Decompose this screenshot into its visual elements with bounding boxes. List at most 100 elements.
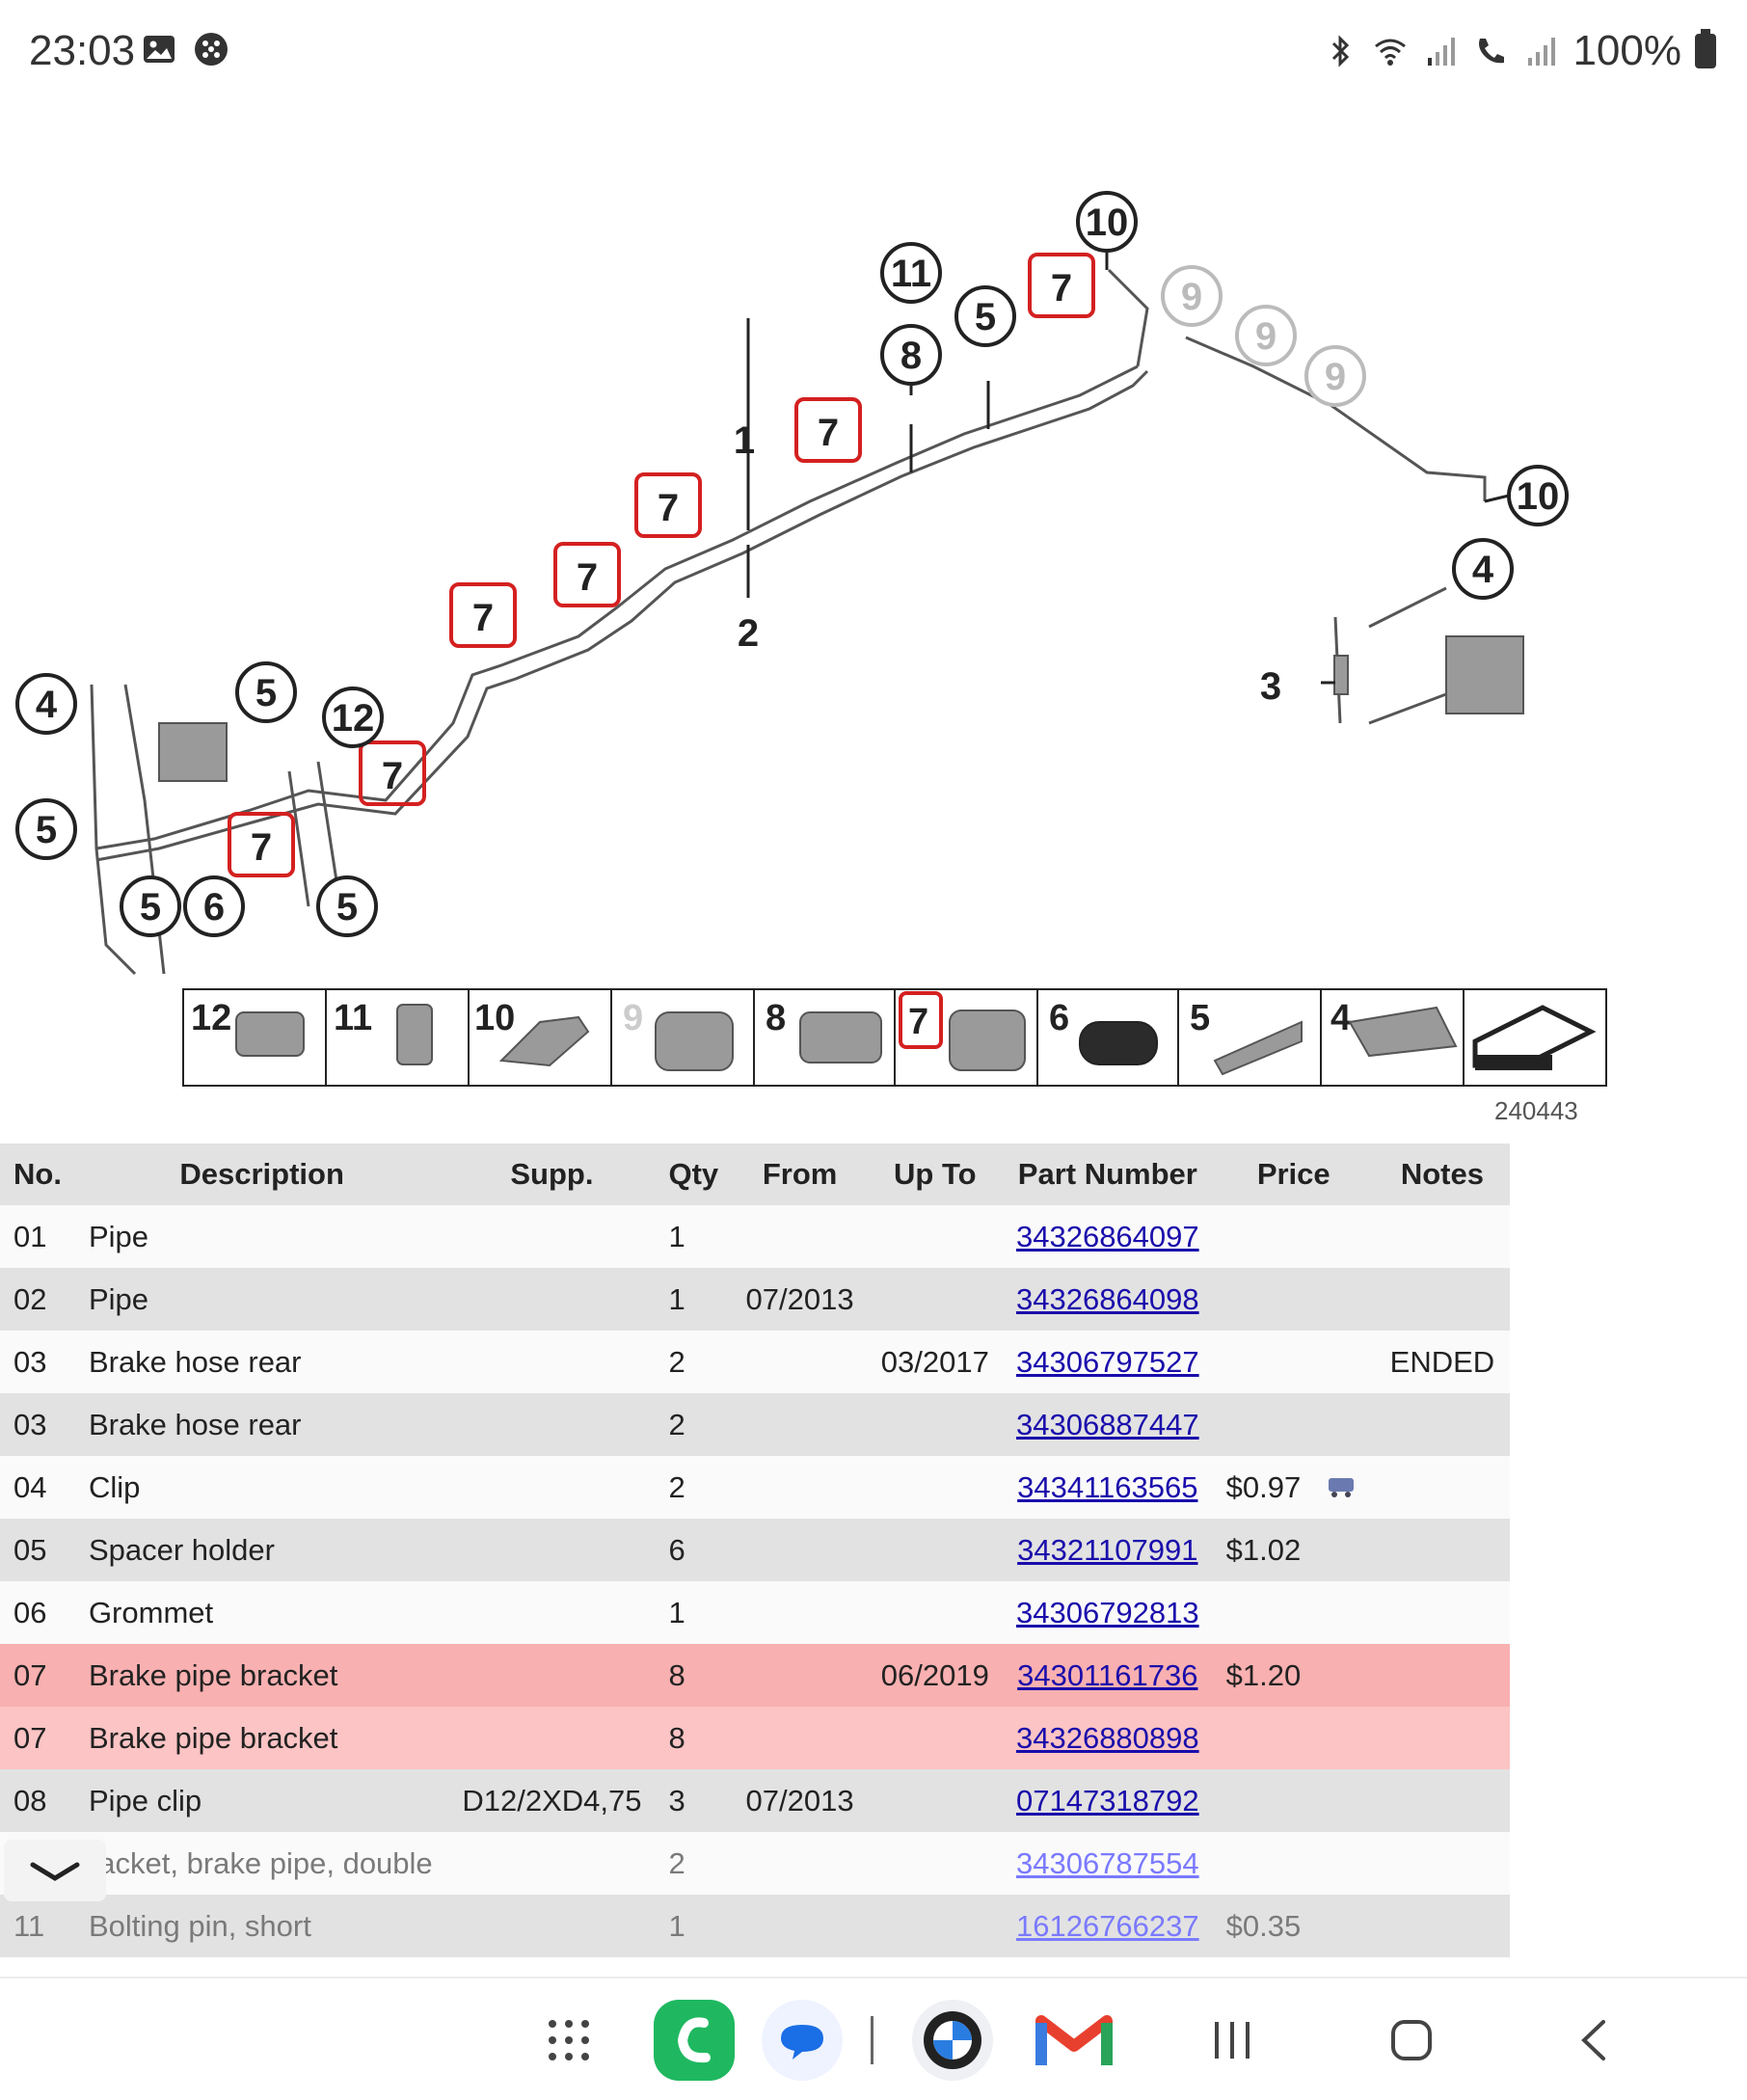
- cell-supp: [448, 1393, 656, 1456]
- cell-notes: [1374, 1707, 1510, 1769]
- part-number-link[interactable]: 07147318792: [1015, 1783, 1199, 1817]
- image-icon: [144, 36, 175, 63]
- cell-supp: [448, 1268, 656, 1331]
- thumbnail-label: 7: [908, 1002, 928, 1042]
- svg-text:1: 1: [734, 419, 755, 462]
- cell-qty: 8: [655, 1644, 733, 1707]
- svg-text:7: 7: [1051, 267, 1072, 310]
- cell-up-to: [867, 1769, 1003, 1832]
- cell-from: [732, 1393, 868, 1456]
- part-number-link[interactable]: 34306787554: [1015, 1845, 1199, 1880]
- gmail-app-icon[interactable]: [1028, 1998, 1120, 2083]
- part-number-link[interactable]: 34326864098: [1015, 1281, 1199, 1316]
- phone-app-icon[interactable]: [634, 1998, 754, 2083]
- cell-description: Brake pipe bracket: [74, 1707, 449, 1769]
- header-from: From: [732, 1144, 868, 1205]
- header-supp: Supp.: [448, 1144, 656, 1205]
- cell-up-to: [867, 1895, 1003, 1957]
- status-right: 100%: [1322, 27, 1716, 75]
- callout-9: 9: [1161, 265, 1223, 327]
- cell-supp: [448, 1456, 656, 1519]
- back-button[interactable]: [1556, 1998, 1633, 2083]
- thumbnail-label: 5: [1190, 998, 1210, 1038]
- cell-qty: 1: [655, 1895, 733, 1957]
- svg-text:7: 7: [251, 826, 272, 869]
- cell-supp: [448, 1707, 656, 1769]
- part-number-link[interactable]: 34326864097: [1015, 1219, 1199, 1253]
- callout-7-highlight: 7: [794, 397, 862, 463]
- svg-text:6: 6: [203, 886, 225, 929]
- status-time: 23:03: [29, 27, 136, 74]
- battery-text: 100%: [1572, 27, 1681, 74]
- messages-app-icon[interactable]: [756, 1998, 848, 2083]
- part-number-link[interactable]: 34341163565: [1017, 1469, 1198, 1504]
- callout-10-top: 10: [1076, 191, 1138, 253]
- cell-up-to: [867, 1393, 1003, 1456]
- collapse-button[interactable]: [4, 1840, 106, 1901]
- parts-diagram: .pipe { fill: none; stroke: #555; stroke…: [15, 191, 1607, 1125]
- table-row-highlighted: 07 Brake pipe bracket 8 06/2019 34301161…: [0, 1644, 1510, 1707]
- recents-button[interactable]: [1194, 1998, 1271, 2083]
- table-row: 03 Brake hose rear 2 34306887447: [0, 1393, 1510, 1456]
- svg-text:9: 9: [1255, 315, 1277, 358]
- cell-supp: [448, 1581, 656, 1644]
- cell-description: Pipe: [74, 1205, 449, 1268]
- cell-notes: [1374, 1644, 1510, 1707]
- part-number-link[interactable]: 16126766237: [1015, 1908, 1199, 1943]
- svg-text:3: 3: [1260, 665, 1281, 708]
- part-number-link[interactable]: 34306797527: [1015, 1344, 1199, 1379]
- cell-price: $1.20: [1212, 1644, 1375, 1707]
- svg-text:7: 7: [472, 597, 494, 639]
- cell-notes: ENDED: [1374, 1331, 1510, 1393]
- bmw-app-icon[interactable]: [906, 1998, 999, 2083]
- cell-supp: [448, 1895, 656, 1957]
- table-row: 02 Pipe 1 07/2013 34326864098: [0, 1268, 1510, 1331]
- cell-up-to: [867, 1519, 1003, 1581]
- cell-notes: [1374, 1581, 1510, 1644]
- cell-from: 07/2013: [732, 1268, 868, 1331]
- cell-notes: [1374, 1519, 1510, 1581]
- cell-price: [1212, 1268, 1375, 1331]
- cell-from: [732, 1331, 868, 1393]
- part-number-link[interactable]: 34321107991: [1017, 1532, 1198, 1567]
- callout-7-highlight: 7: [449, 582, 517, 648]
- cell-from: [732, 1205, 868, 1268]
- cell-no: 08: [0, 1769, 75, 1832]
- cell-no: 03: [0, 1331, 75, 1393]
- cell-qty: 2: [655, 1393, 733, 1456]
- table-row: 04 Clip 2 34341163565 $0.97: [0, 1456, 1510, 1519]
- price-text: $0.97: [1225, 1469, 1302, 1504]
- app-drawer-icon[interactable]: [540, 1998, 598, 2083]
- cell-supp: [448, 1832, 656, 1895]
- home-button[interactable]: [1373, 1998, 1450, 2083]
- cart-icon[interactable]: [1323, 1470, 1361, 1499]
- cell-price: [1212, 1393, 1375, 1456]
- cell-notes: [1374, 1895, 1510, 1957]
- cell-no: 04: [0, 1456, 75, 1519]
- dock-divider: [868, 1998, 875, 2083]
- thumbnail-label: 8: [766, 998, 786, 1038]
- part-number-link[interactable]: 34301161736: [1017, 1657, 1198, 1692]
- cell-up-to: [867, 1707, 1003, 1769]
- cell-no: 01: [0, 1205, 75, 1268]
- callout-12: 12: [322, 687, 384, 748]
- cell-supp: D12/2XD4,75: [448, 1769, 656, 1832]
- cell-qty: 2: [655, 1331, 733, 1393]
- cell-up-to: [867, 1581, 1003, 1644]
- callout-7-highlight: 7: [359, 740, 426, 806]
- navigation-bar: [0, 1977, 1747, 2100]
- part-number-link[interactable]: 34306887447: [1015, 1407, 1199, 1441]
- part-number-link[interactable]: 34306792813: [1015, 1595, 1199, 1629]
- callout-5-bottom: 5: [316, 875, 378, 937]
- cell-qty: 2: [655, 1832, 733, 1895]
- part-number-link[interactable]: 34326880898: [1015, 1720, 1199, 1755]
- table-row: 08 Pipe clip D12/2XD4,75 3 07/2013 07147…: [0, 1769, 1510, 1832]
- cell-description: Bolting pin, short: [74, 1895, 449, 1957]
- cell-qty: 1: [655, 1205, 733, 1268]
- callout-7-highlight: 7: [228, 812, 295, 877]
- cell-up-to: [867, 1205, 1003, 1268]
- cell-supp: [448, 1519, 656, 1581]
- cell-from: [732, 1707, 868, 1769]
- table-row: 03 Brake hose rear 2 03/2017 34306797527…: [0, 1331, 1510, 1393]
- cell-price: [1212, 1707, 1375, 1769]
